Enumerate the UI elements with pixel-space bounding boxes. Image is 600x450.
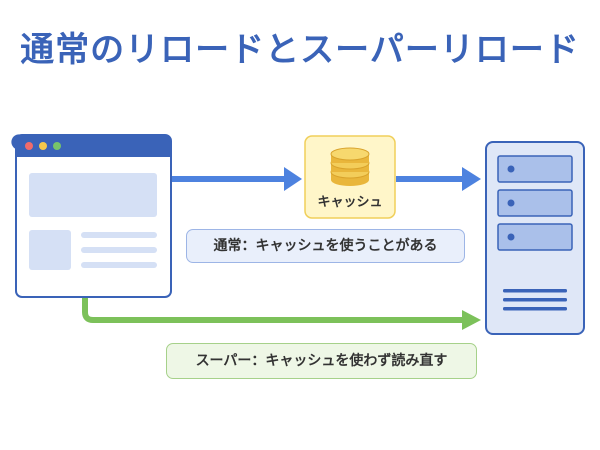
arrow-cache-to-server	[396, 167, 481, 191]
arrow-browser-to-cache	[172, 167, 302, 191]
server-icon	[485, 141, 585, 335]
normal-reload-label: 通常：キャッシュを使うことがある	[186, 229, 465, 263]
browser-window-icon	[11, 134, 172, 298]
page-title: 通常のリロードとスーパーリロード	[20, 30, 580, 70]
cache-label: キャッシュ	[317, 195, 383, 210]
database-coins-icon	[330, 147, 370, 186]
super-reload-label: スーパー：キャッシュを使わず読み直す	[166, 343, 477, 379]
arrow-browser-to-server-direct	[82, 298, 481, 330]
